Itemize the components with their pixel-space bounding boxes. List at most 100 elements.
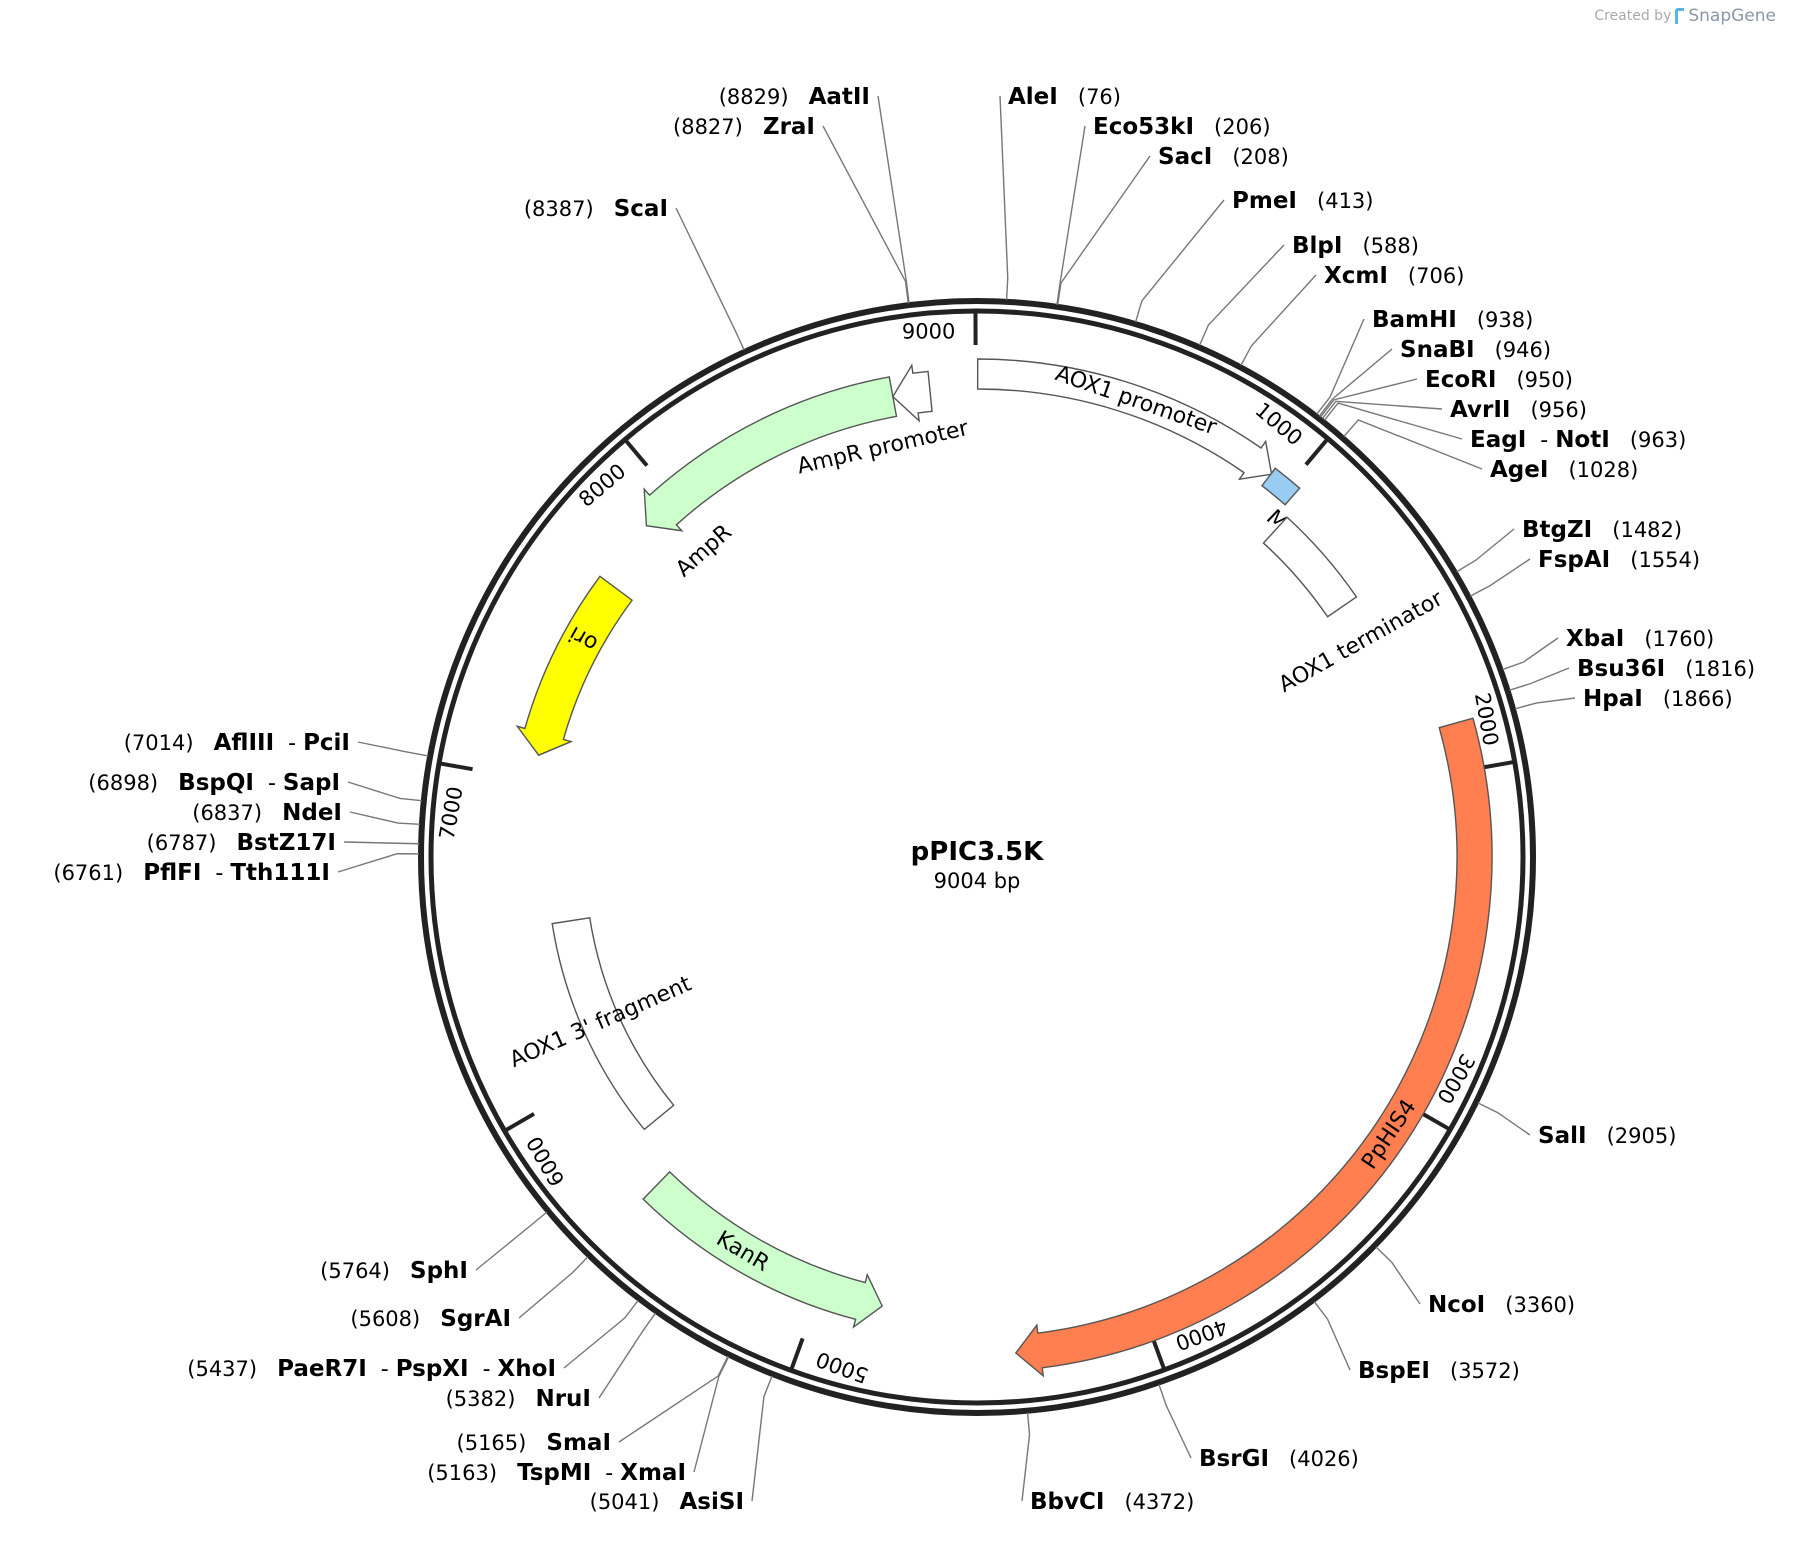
site-position: (1816) [1685, 657, 1755, 681]
site-label: AvrII (956) [1450, 397, 1587, 423]
site-position: (208) [1232, 145, 1288, 169]
site-asisi: (5041) AsiSI [590, 1375, 773, 1515]
site-position: (3360) [1505, 1293, 1575, 1317]
enzyme-name-sali: SalI [1538, 1123, 1587, 1149]
spacer [123, 861, 143, 885]
enzyme-name-tspmi: TspMI [517, 1460, 591, 1486]
spacer [1430, 1359, 1450, 1383]
enzyme-name-pspxi: PspXI [396, 1356, 469, 1382]
spacer [1624, 627, 1644, 651]
enzyme-name-xhoi: XhoI [498, 1356, 556, 1382]
site-position: (5764) [320, 1259, 390, 1283]
site-hpai: HpaI (1866) [1514, 686, 1733, 712]
site-leader-line [1057, 155, 1151, 305]
site-bspqi-sapi: (6898) BspQI - SapI [88, 770, 422, 802]
site-label: (5163) TspMI - XmaI [427, 1460, 686, 1486]
feature-arrow-aox1-3-fragment [551, 916, 675, 1131]
site-position: (6898) [88, 771, 158, 795]
spacer [158, 771, 178, 795]
tick-label-9000: 9000 [902, 319, 956, 343]
site-position: (706) [1408, 264, 1464, 288]
site-label: XbaI (1760) [1566, 626, 1714, 652]
site-leader-line [693, 1356, 730, 1473]
site-pflfi-tth111i: (6761) PflFI - Tth111I [53, 853, 420, 886]
enzyme-name-nrui: NruI [535, 1386, 591, 1412]
enzyme-name-saci: SacI [1158, 144, 1212, 170]
site-leader-line [1313, 1301, 1351, 1371]
spacer [257, 1357, 277, 1381]
backbone-inner-ring [428, 308, 1526, 1406]
site-label: (6837) NdeI [192, 800, 342, 826]
spacer [1665, 657, 1685, 681]
site-aatii: (8829) AatII [719, 84, 910, 304]
spacer [194, 731, 214, 755]
site-label: BtgZI (1482) [1522, 517, 1682, 543]
site-scai: (8387) ScaI [524, 196, 745, 351]
enzyme-name-fspai: FspAI [1538, 547, 1610, 573]
snapgene-logo-icon [1675, 8, 1685, 24]
site-position: (5163) [427, 1461, 497, 1485]
site-position: (1482) [1612, 518, 1682, 542]
feature-aox1-promoter: AOX1 promoter [976, 358, 1273, 481]
site-leader-line [1514, 697, 1576, 710]
spacer [1587, 1124, 1607, 1148]
enzyme-name-asisi: AsiSI [680, 1489, 745, 1515]
site-label: PmeI (413) [1232, 188, 1373, 214]
site-leader-line [518, 1256, 589, 1319]
spacer [1212, 145, 1232, 169]
plasmid-length: 9004 bp [934, 869, 1021, 893]
spacer [1510, 398, 1530, 422]
site-leader-line [751, 1375, 773, 1502]
site-label: Bsu36I (1816) [1577, 656, 1755, 682]
site-label: (6787) BstZ17I [147, 830, 336, 856]
site-leader-line [822, 125, 909, 304]
site-label: SalI (2905) [1538, 1123, 1676, 1149]
site-leader-line [337, 853, 420, 873]
name-separator: - [201, 861, 230, 886]
site-position: (963) [1630, 428, 1686, 452]
site-label: AgeI (1028) [1490, 457, 1638, 483]
site-label: SacI (208) [1158, 144, 1289, 170]
site-ncoi: NcoI (3360) [1375, 1246, 1575, 1318]
site-position: (4026) [1289, 1447, 1359, 1471]
spacer [1457, 308, 1477, 332]
site-leader-line [1318, 348, 1393, 417]
enzyme-name-bstz17i: BstZ17I [237, 830, 336, 856]
site-tspmi-xmai: (5163) TspMI - XmaI [427, 1356, 730, 1486]
enzyme-name-sapi: SapI [283, 770, 340, 796]
site-label: EcoRI (950) [1425, 367, 1573, 393]
enzyme-name-afliii: AflIII [214, 730, 275, 756]
site-position: (5437) [187, 1357, 257, 1381]
tick-mark-3000 [1419, 1110, 1450, 1131]
enzyme-name-bsu36i: Bsu36I [1577, 656, 1665, 682]
tick-label-7000: 7000 [435, 785, 468, 842]
tick-mark-6000 [505, 1112, 536, 1132]
site-pmei: PmeI (413) [1134, 188, 1373, 323]
site-leader-line [1198, 244, 1285, 346]
site-fspai: FspAI (1554) [1469, 547, 1700, 597]
spacer [526, 1431, 546, 1455]
features: AOX1 promoterMCSAOX1 terminatorPpHIS4Kan… [506, 358, 1493, 1378]
site-position: (8827) [673, 115, 743, 139]
enzyme-name-pmei: PmeI [1232, 188, 1297, 214]
spacer [1592, 518, 1612, 542]
enzyme-name-sphi: SphI [410, 1258, 468, 1284]
site-label: (5382) NruI [446, 1386, 591, 1412]
site-label: (5764) SphI [320, 1258, 468, 1284]
spacer [390, 1259, 410, 1283]
enzyme-name-bbvci: BbvCI [1030, 1489, 1104, 1515]
spacer [1548, 458, 1568, 482]
site-label: (5437) PaeR7I - PspXI - XhoI [187, 1356, 556, 1382]
site-position: (8829) [719, 85, 789, 109]
spacer [1194, 115, 1214, 139]
enzyme-name-agei: AgeI [1490, 457, 1548, 483]
enzyme-name-scai: ScaI [614, 196, 668, 222]
spacer [1496, 368, 1516, 392]
enzyme-name-ncoi: NcoI [1428, 1292, 1485, 1318]
site-position: (3572) [1450, 1359, 1520, 1383]
site-leader-line [1343, 419, 1483, 470]
site-position: (6787) [147, 831, 217, 855]
site-leader-line [347, 781, 422, 802]
site-blpi: BlpI (588) [1198, 233, 1419, 346]
site-position: (76) [1078, 85, 1121, 109]
